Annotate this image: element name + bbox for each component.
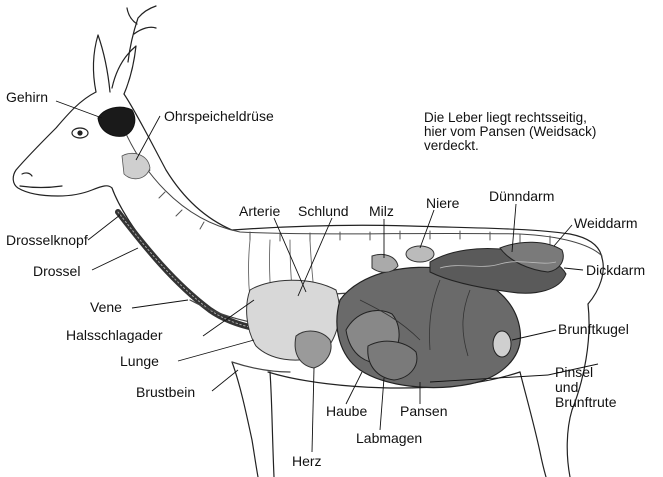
ear-left <box>94 35 110 92</box>
label-halsschlagader: Halsschlagader <box>66 328 163 343</box>
label-pinsel: Pinsel <box>555 365 593 380</box>
label-duenndarm: Dünndarm <box>489 189 554 204</box>
label-milz: Milz <box>369 204 394 219</box>
label-dickdarm: Dickdarm <box>586 263 645 278</box>
label-labmagen: Labmagen <box>356 431 422 446</box>
label-und: und <box>555 380 578 395</box>
brunftkugel <box>493 331 511 357</box>
label-lunge: Lunge <box>120 354 159 369</box>
label-haube: Haube <box>326 404 367 419</box>
niere <box>406 246 434 262</box>
milz <box>372 254 398 272</box>
label-herz: Herz <box>292 454 322 469</box>
heart <box>295 331 331 368</box>
label-drosselknopf: Drosselknopf <box>6 233 88 248</box>
label-ohrspeicheldruese: Ohrspeicheldrüse <box>164 109 274 124</box>
ear-right <box>112 46 136 94</box>
label-pansen: Pansen <box>400 404 447 419</box>
label-arterie: Arterie <box>239 204 280 219</box>
liver-note: Die Leber liegt rechtsseitig, hier vom P… <box>424 111 596 153</box>
label-niere: Niere <box>426 196 459 211</box>
label-brunftrute: Brunftrute <box>555 395 616 410</box>
label-brustbein: Brustbein <box>136 385 195 400</box>
brain <box>98 107 135 136</box>
head-outline <box>13 92 112 196</box>
label-schlund: Schlund <box>298 204 349 219</box>
label-brunftkugel: Brunftkugel <box>558 322 629 337</box>
label-vene: Vene <box>90 300 122 315</box>
antler <box>127 6 156 62</box>
sternum <box>232 362 290 372</box>
label-drossel: Drossel <box>33 264 80 279</box>
label-weiddarm: Weiddarm <box>574 216 638 231</box>
parotid <box>122 153 150 179</box>
label-gehirn: Gehirn <box>6 90 48 105</box>
front-leg <box>232 362 274 477</box>
